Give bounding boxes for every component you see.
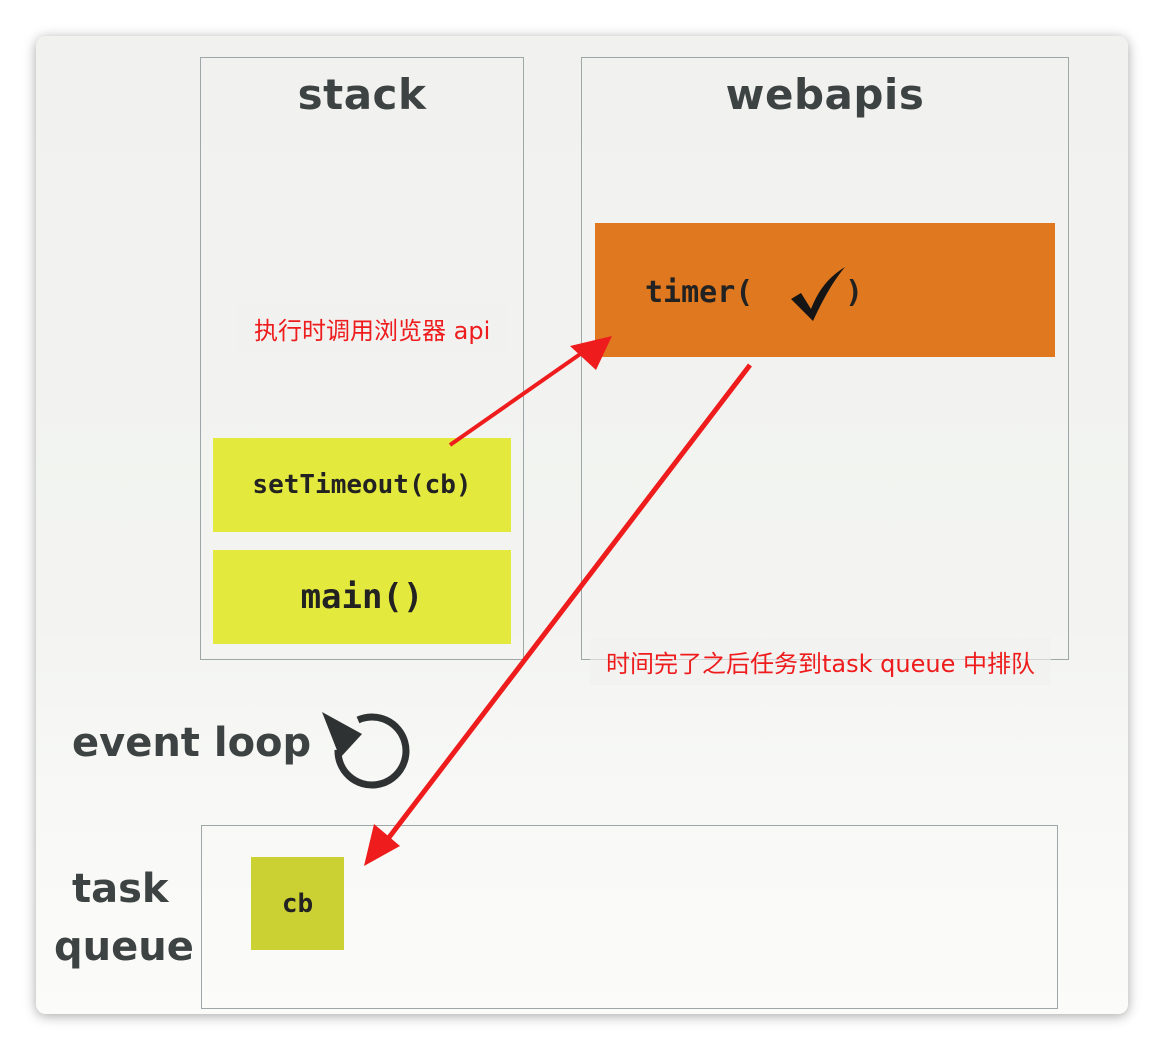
checkmark-icon [791, 267, 845, 321]
loop-arrow-icon [322, 712, 410, 789]
stack-frame-main: main() [213, 550, 511, 644]
queue-item-cb: cb [251, 857, 344, 950]
task-queue-label-queue: queue [54, 924, 194, 970]
event-loop-label: event loop [72, 720, 312, 766]
queue-item-label: cb [281, 888, 314, 919]
stack-frame-label: main() [300, 577, 424, 617]
timer-label: timer( [645, 275, 754, 310]
timer-close-paren: ) [845, 275, 864, 310]
timer-box: timer( ) [595, 223, 1055, 357]
stack-panel: stack [200, 57, 524, 660]
annotation-call-api: 执行时调用浏览器 api [238, 305, 507, 352]
stack-frame-label: setTimeout(cb) [252, 470, 472, 500]
webapis-panel: webapis [581, 57, 1069, 660]
annotation-to-queue: 时间完了之后任务到task queue 中排队 [590, 638, 1051, 685]
stack-frame-settimeout: setTimeout(cb) [213, 438, 511, 532]
webapis-title: webapis [725, 70, 925, 119]
stack-title: stack [297, 70, 427, 119]
task-queue-label-task: task [72, 866, 169, 912]
